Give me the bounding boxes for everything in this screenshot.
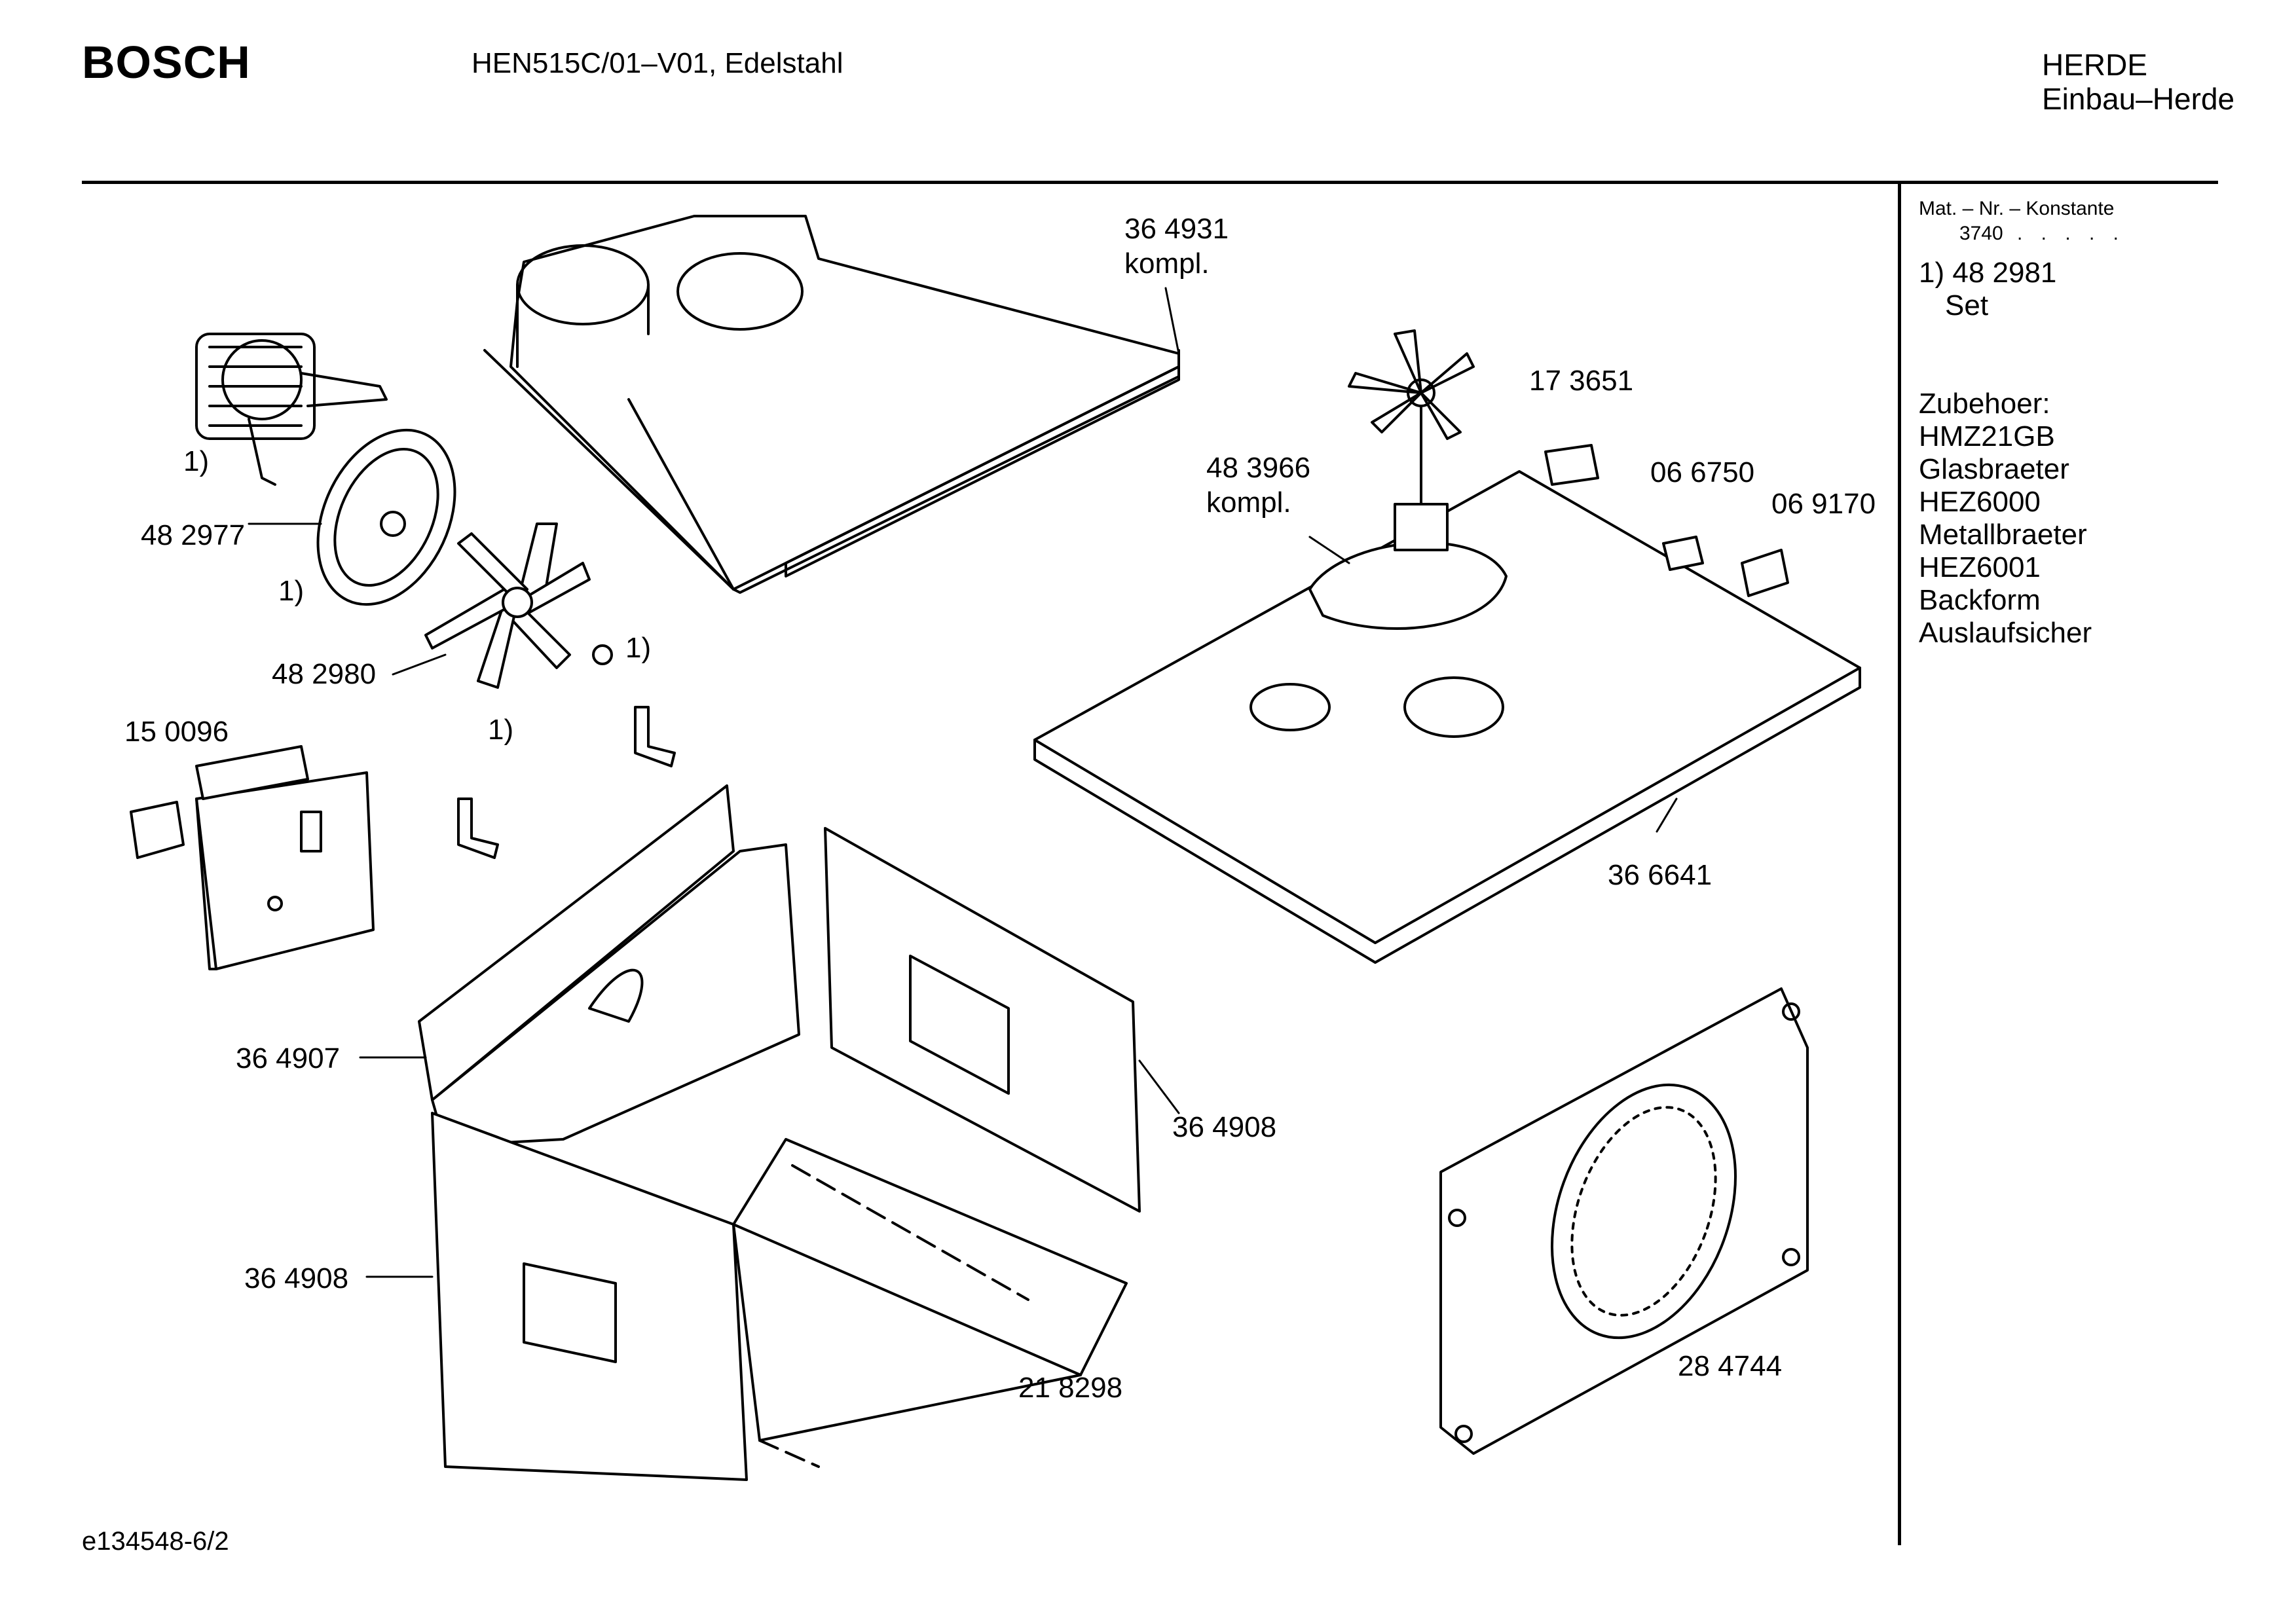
part-label-150096: 15 0096 (124, 716, 229, 748)
part-label-483966-kompl: kompl. (1206, 486, 1291, 519)
constant-dots: . . . . . (2017, 223, 2126, 244)
part-label-483966: 48 3966 (1206, 452, 1311, 484)
part-label-066750: 06 6750 (1650, 456, 1755, 488)
brand-logo: BOSCH (82, 37, 251, 88)
fan-motor-part (195, 333, 388, 486)
part-label-482980: 48 2980 (272, 658, 377, 690)
part-label-364931-kompl: kompl. (1124, 247, 1210, 280)
header-divider (82, 181, 2218, 184)
top-panel-part (1033, 470, 1861, 964)
control-bracket-part (130, 745, 375, 970)
category-label: HERDE (2042, 48, 2148, 82)
accessory-item: Auslaufsicher (1919, 617, 2092, 649)
leader-lines (248, 287, 1678, 1278)
footnote-marker: 1) (278, 575, 305, 607)
small-brackets (457, 706, 676, 859)
part-label-069170: 06 9170 (1771, 488, 1876, 520)
part-label-284744: 28 4744 (1678, 1350, 1783, 1382)
top-cover-part (483, 215, 1180, 594)
diagram-code: e134548-6/2 (82, 1527, 229, 1556)
accessory-item: HMZ21GB (1919, 420, 2055, 452)
constant-title: Mat. – Nr. – Konstante (1919, 198, 2115, 219)
footnote-marker: 1) (488, 714, 514, 746)
part-label-364931: 36 4931 (1124, 213, 1229, 245)
accessory-item: HEZ6001 (1919, 551, 2041, 583)
fan-wheel-part (424, 522, 613, 689)
subcategory-label: Einbau–Herde (2042, 82, 2235, 116)
switch-parts (1544, 444, 1789, 597)
part-label-218298: 21 8298 (1018, 1372, 1123, 1404)
part-label-364908-left: 36 4908 (244, 1262, 349, 1294)
fan-cover-plate-part (316, 428, 456, 606)
accessory-item: Zubehoer: (1919, 388, 2050, 420)
part-label-366641: 36 6641 (1608, 859, 1713, 891)
rear-plate-part (1439, 987, 1809, 1455)
accessory-item: Glasbraeter (1919, 453, 2069, 485)
part-label-364908-right: 36 4908 (1172, 1111, 1277, 1143)
set-label: Set (1945, 289, 1989, 321)
accessory-item: Backform (1919, 584, 2041, 616)
model-title: HEN515C/01–V01, Edelstahl (472, 47, 843, 79)
part-label-482977: 48 2977 (141, 519, 246, 551)
footnote-marker: 1) (183, 445, 210, 477)
cooling-fan-part (1348, 329, 1475, 551)
part-label-364907: 36 4907 (236, 1042, 341, 1074)
constant-value: 3740 (1959, 223, 2003, 244)
oven-muffle-part (418, 784, 1141, 1481)
footnote-marker: 1) (625, 632, 652, 664)
part-label-173651: 17 3651 (1529, 365, 1634, 397)
accessory-item: HEZ6000 (1919, 486, 2041, 518)
set-note: 1) 48 2981 (1919, 257, 2057, 289)
accessory-item: Metallbraeter (1919, 519, 2087, 551)
sidebar-divider (1898, 183, 1901, 1545)
